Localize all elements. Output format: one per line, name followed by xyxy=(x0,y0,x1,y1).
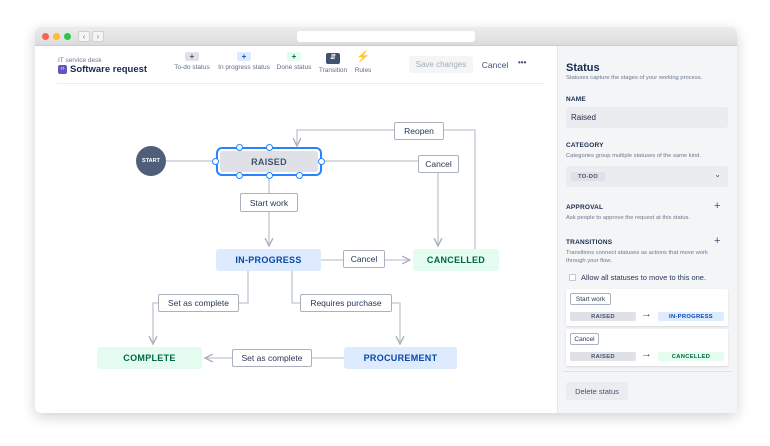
add-transition-plus-icon[interactable]: + xyxy=(714,235,721,247)
status-raised-label: RAISED xyxy=(220,151,318,172)
from-status: RAISED xyxy=(570,312,636,321)
connection-handle[interactable] xyxy=(236,172,243,179)
from-status: RAISED xyxy=(570,352,636,361)
save-changes-button[interactable]: Save changes xyxy=(409,56,473,73)
code-icon: ‹› xyxy=(58,65,67,74)
category-label: CATEGORY xyxy=(566,142,604,149)
connection-handle[interactable] xyxy=(266,144,273,151)
forward-button[interactable]: › xyxy=(92,31,104,42)
title-bar: ‹ › xyxy=(35,27,737,46)
add-approval-plus-icon[interactable]: + xyxy=(714,200,721,212)
arrow-right-icon: → xyxy=(641,348,652,360)
lightning-icon: ⚡ xyxy=(356,51,370,63)
status-procurement[interactable]: PROCUREMENT xyxy=(344,347,457,369)
transition-name: Cancel xyxy=(570,333,599,345)
add-transition-button[interactable]: ⇵ Transition xyxy=(316,53,350,74)
tool-label: Transition xyxy=(318,67,348,74)
tool-label: To-do status xyxy=(174,64,210,71)
panel-divider xyxy=(563,371,731,372)
status-complete[interactable]: COMPLETE xyxy=(97,347,202,369)
delete-status-button[interactable]: Delete status xyxy=(566,382,628,400)
reopen-line xyxy=(297,129,476,249)
status-in-progress[interactable]: IN-PROGRESS xyxy=(216,249,321,271)
minimize-window-button[interactable] xyxy=(53,33,60,40)
connection-handle[interactable] xyxy=(318,158,325,165)
transition-card[interactable]: Cancel RAISED → CANCELLED xyxy=(566,329,728,366)
transitions-label: TRANSITIONS xyxy=(566,239,613,246)
transitions-description: Transitions connect statuses as actions … xyxy=(566,250,708,264)
category-value: TO-DO xyxy=(571,172,605,181)
to-status: CANCELLED xyxy=(658,352,724,361)
arrow-right-icon: → xyxy=(641,308,652,320)
rules-button[interactable]: ⚡ Rules xyxy=(350,51,376,75)
tool-label: Rules xyxy=(354,67,372,74)
address-bar[interactable] xyxy=(297,31,475,42)
transition-start-work[interactable]: Start work xyxy=(240,193,298,212)
allow-all-label: Allow all statuses to move to this one. xyxy=(581,273,707,282)
transition-set-as-complete[interactable]: Set as complete xyxy=(158,294,239,312)
approval-label: APPROVAL xyxy=(566,204,604,211)
start-node[interactable]: START xyxy=(136,146,166,176)
plus-icon: + xyxy=(287,52,301,61)
maximize-window-button[interactable] xyxy=(64,33,71,40)
category-description: Categories group multiple statuses of th… xyxy=(566,153,702,159)
name-label: NAME xyxy=(566,96,586,103)
allow-all-checkbox[interactable] xyxy=(569,274,576,281)
tool-label: In progress status xyxy=(218,64,270,71)
add-done-status-button[interactable]: + Done status xyxy=(274,52,314,71)
connection-handle[interactable] xyxy=(212,158,219,165)
project-name: IT service desk xyxy=(58,57,102,64)
status-cancelled[interactable]: CANCELLED xyxy=(413,249,499,271)
tool-label: Done status xyxy=(276,64,312,71)
add-in-progress-status-button[interactable]: + In progress status xyxy=(216,52,272,71)
transition-cancel-raised[interactable]: Cancel xyxy=(418,155,459,173)
approval-description: Ask people to approve the request at thi… xyxy=(566,215,691,221)
transition-reopen[interactable]: Reopen xyxy=(394,122,444,140)
name-input[interactable]: Raised xyxy=(566,107,728,128)
chevron-down-icon: ⌄ xyxy=(714,170,721,179)
transition-name: Start work xyxy=(570,293,611,305)
panel-title: Status xyxy=(566,62,600,74)
plus-icon: + xyxy=(237,52,251,61)
transition-cancel-in-progress[interactable]: Cancel xyxy=(343,250,385,268)
to-status: IN-PROGRESS xyxy=(658,312,724,321)
back-button[interactable]: ‹ xyxy=(78,31,90,42)
transition-card[interactable]: Start work RAISED → IN-PROGRESS xyxy=(566,289,728,326)
raised-to-cancelled-line xyxy=(323,160,438,246)
connection-handle[interactable] xyxy=(236,144,243,151)
more-options-button[interactable]: ••• xyxy=(518,58,527,67)
transition-icon: ⇵ xyxy=(326,53,340,64)
header-divider xyxy=(57,83,545,84)
add-todo-status-button[interactable]: + To-do status xyxy=(172,52,212,71)
connection-handle[interactable] xyxy=(296,172,303,179)
cancel-button[interactable]: Cancel xyxy=(481,59,509,70)
connection-handle[interactable] xyxy=(266,172,273,179)
plus-icon: + xyxy=(185,52,199,61)
close-window-button[interactable] xyxy=(42,33,49,40)
category-select[interactable]: TO-DO ⌄ xyxy=(566,166,728,187)
transition-set-as-complete-procurement[interactable]: Set as complete xyxy=(232,349,312,367)
transition-requires-purchase[interactable]: Requires purchase xyxy=(300,294,392,312)
panel-subtitle: Statuses capture the stages of your work… xyxy=(566,75,703,81)
workflow-title: Software request xyxy=(70,64,148,75)
